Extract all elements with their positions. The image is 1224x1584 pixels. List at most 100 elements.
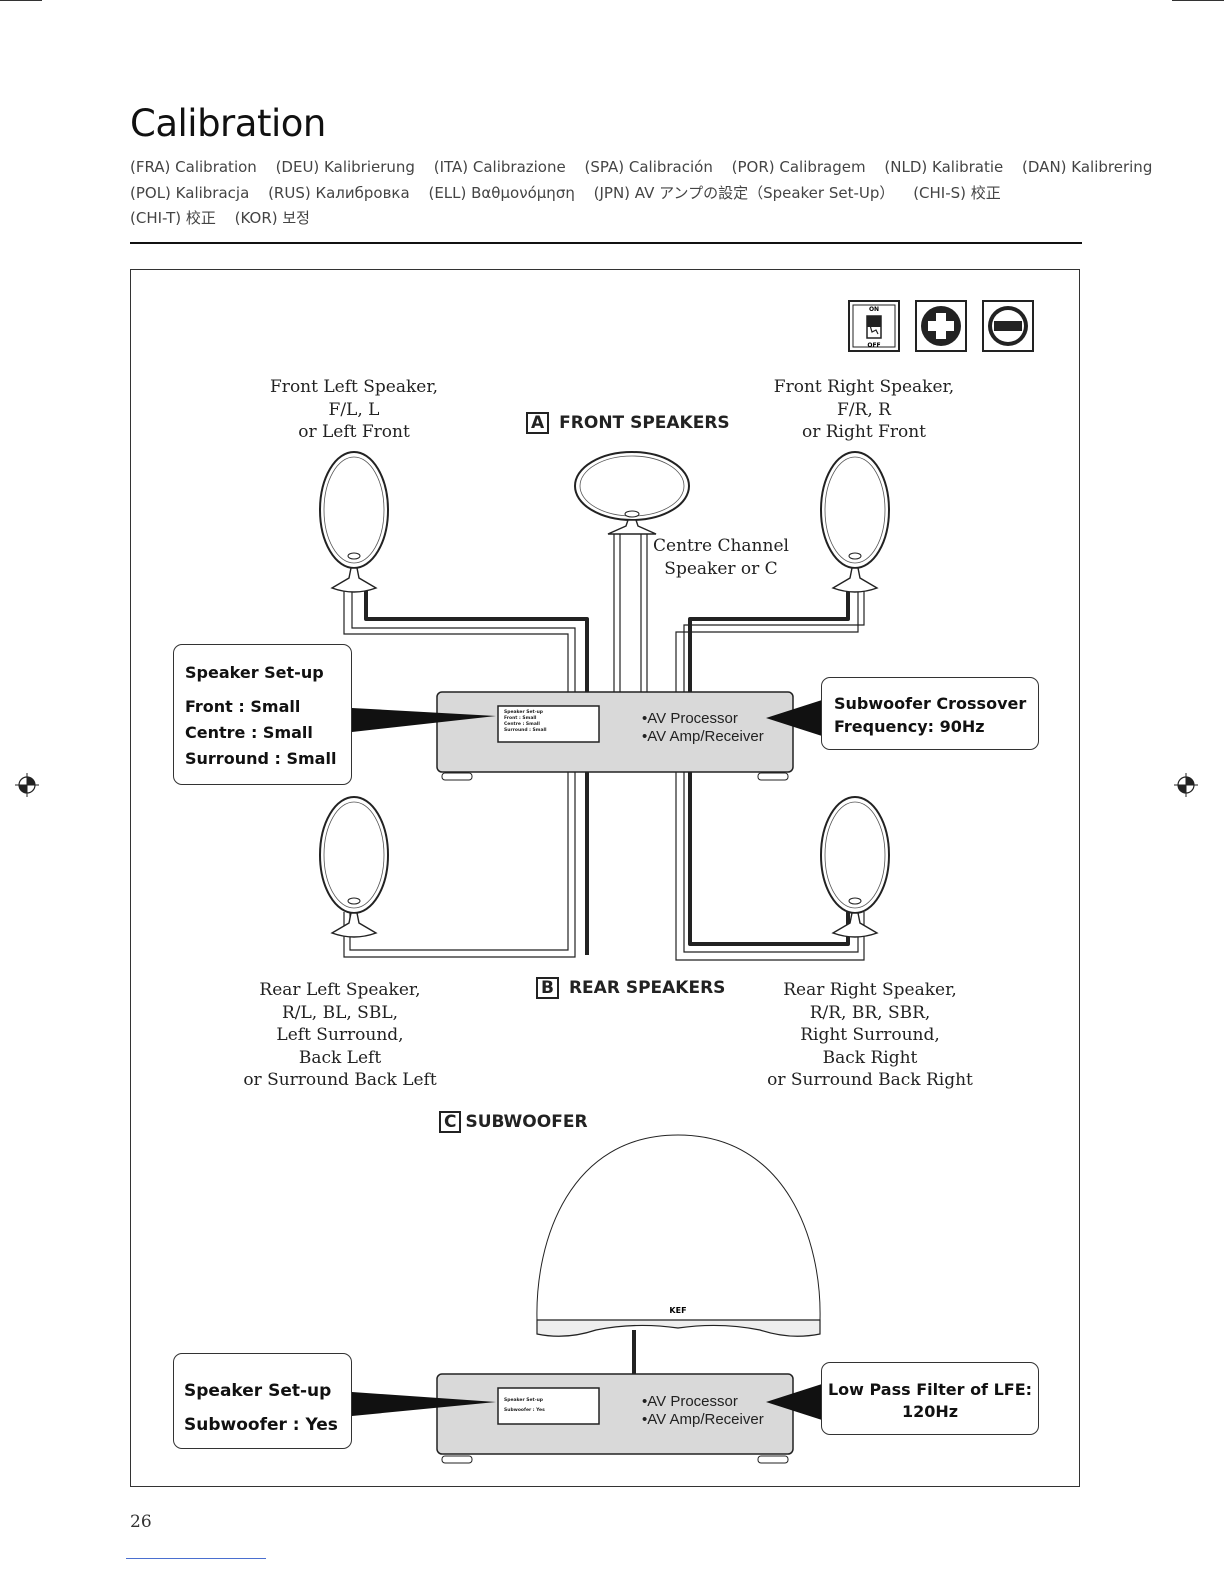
callout-line: Surround : Small xyxy=(185,749,337,768)
processor-label: •AV Processor xyxy=(642,710,738,727)
callout-line: 120Hz xyxy=(901,1402,959,1421)
lang-dan: (DAN) Kalibrering xyxy=(1022,158,1153,176)
callout-line: Subwoofer Crossover xyxy=(834,694,1027,713)
lfe-callout: Low Pass Filter of LFE: 120Hz xyxy=(821,1362,1039,1435)
header-rule xyxy=(130,242,1082,244)
callout-line: Low Pass Filter of LFE: xyxy=(827,1380,1033,1399)
section-b-label: REAR SPEAKERS xyxy=(568,978,726,998)
registration-mark-left-icon xyxy=(15,773,39,797)
front-right-speaker xyxy=(820,451,890,593)
footer-link-line xyxy=(126,1558,266,1559)
callout-line: Subwoofer : Yes xyxy=(184,1415,338,1435)
lang-rus: (RUS) Калибровка xyxy=(268,184,410,202)
callout-heading: Speaker Set-up xyxy=(185,663,324,682)
rear-right-label-line: or Surround Back Right xyxy=(767,1070,973,1090)
pointer-setup2 xyxy=(352,1392,496,1416)
display-line: Front : Small xyxy=(504,716,537,721)
rear-left-speaker xyxy=(319,796,389,938)
pointer-setup1 xyxy=(352,708,496,732)
section-b: B REAR SPEAKERS xyxy=(536,977,725,999)
display-line: Centre : Small xyxy=(504,722,540,727)
rear-right-label-line: Rear Right Speaker, xyxy=(783,980,957,1000)
subwoofer-setup-callout: Speaker Set-up Subwoofer : Yes xyxy=(173,1353,352,1449)
rear-left-label-line: Rear Left Speaker, xyxy=(259,980,421,1000)
front-left-label-line: or Left Front xyxy=(298,422,410,442)
rear-left-label-line: R/L, BL, SBL, xyxy=(281,1002,399,1023)
front-left-speaker xyxy=(319,451,389,593)
lang-spa: (SPA) Calibración xyxy=(584,158,713,176)
lang-jpn: (JPN) AV アンプの設定（Speaker Set-Up） xyxy=(593,184,895,202)
callout-line: Front : Small xyxy=(185,697,301,716)
front-right-label-line: F/R, R xyxy=(837,399,891,420)
lang-kor: (KOR) 보정 xyxy=(234,209,310,227)
front-right-label-line: Front Right Speaker, xyxy=(773,377,955,397)
subwoofer-logo: KEF xyxy=(669,1306,686,1315)
front-right-label: Front Right Speaker, F/R, R or Right Fro… xyxy=(754,376,974,444)
callout-line: Centre : Small xyxy=(185,723,313,742)
section-a: A FRONT SPEAKERS xyxy=(526,412,730,434)
av-processor-1 xyxy=(436,691,794,781)
display-line: Subwoofer : Yes xyxy=(504,1408,545,1413)
lang-ita: (ITA) Calibrazione xyxy=(433,158,566,176)
front-left-label: Front Left Speaker, F/L, L or Left Front xyxy=(254,376,454,444)
lang-chi-s: (CHI-S) 校正 xyxy=(913,184,1001,202)
section-a-label: FRONT SPEAKERS xyxy=(559,413,730,433)
power-off-label: OFF xyxy=(867,342,880,349)
centre-label: Centre Channel Speaker or C xyxy=(641,535,801,580)
pointer-crossover xyxy=(766,700,822,736)
section-c-label: SUBWOOFER xyxy=(465,1112,588,1132)
speaker-setup-callout: Speaker Set-up Front : Small Centre : Sm… xyxy=(173,644,352,785)
centre-speaker xyxy=(574,451,690,535)
centre-label-line: Centre Channel xyxy=(653,536,789,556)
processor-1-labels: •AV Processor •AV Amp/Receiver xyxy=(642,710,764,746)
rear-left-label: Rear Left Speaker, R/L, BL, SBL, Left Su… xyxy=(230,979,450,1092)
av-processor-2 xyxy=(436,1373,794,1464)
processor-2-display: Speaker Set-up Subwoofer : Yes xyxy=(504,1398,545,1414)
callout-heading: Speaker Set-up xyxy=(184,1381,332,1401)
front-left-label-line: Front Left Speaker, xyxy=(270,377,438,397)
display-line: Speaker Set-up xyxy=(504,710,543,715)
lang-por: (POR) Calibragem xyxy=(731,158,866,176)
language-line-3: (CHI-T) 校正 (KOR) 보정 xyxy=(130,207,324,228)
registration-mark-right-icon xyxy=(1174,773,1198,797)
rear-left-label-line: Left Surround, xyxy=(276,1025,404,1045)
power-switch-icon: ON OFF xyxy=(848,300,900,352)
page-title: Calibration xyxy=(130,102,326,145)
lang-ell: (ELL) Βαθμονόμηση xyxy=(428,184,575,202)
front-right-label-line: or Right Front xyxy=(801,422,926,442)
processor-label: •AV Amp/Receiver xyxy=(642,1411,764,1428)
display-line: Surround : Small xyxy=(504,728,547,733)
lang-pol: (POL) Kalibracja xyxy=(130,184,250,202)
rear-left-label-line: or Surround Back Left xyxy=(243,1070,437,1090)
rear-right-label-line: Back Right xyxy=(822,1047,918,1068)
rear-right-speaker xyxy=(820,796,890,938)
diagram-frame xyxy=(130,269,1080,1487)
power-on-label: ON xyxy=(869,306,879,313)
processor-label: •AV Amp/Receiver xyxy=(642,728,764,745)
processor-2-labels: •AV Processor •AV Amp/Receiver xyxy=(642,1393,764,1429)
display-line: Speaker Set-up xyxy=(504,1398,543,1403)
page-number: 26 xyxy=(130,1512,152,1532)
callout-line: Frequency: 90Hz xyxy=(834,717,985,736)
minus-icon xyxy=(982,300,1034,352)
front-left-label-line: F/L, L xyxy=(328,399,380,420)
lang-fra: (FRA) Calibration xyxy=(130,158,257,176)
rear-right-label: Rear Right Speaker, R/R, BR, SBR, Right … xyxy=(750,979,990,1092)
rear-right-label-line: Right Surround, xyxy=(800,1025,940,1045)
section-a-letter: A xyxy=(526,412,550,434)
pointer-lfe xyxy=(766,1384,822,1420)
crop-mark-left xyxy=(0,0,42,1)
processor-1-display: Speaker Set-up Front : Small Centre : Sm… xyxy=(504,710,547,734)
rear-right-label-line: R/R, BR, SBR, xyxy=(809,1002,931,1023)
lang-deu: (DEU) Kalibrierung xyxy=(275,158,415,176)
lang-nld: (NLD) Kalibratie xyxy=(884,158,1004,176)
crossover-callout: Subwoofer Crossover Frequency: 90Hz xyxy=(821,677,1039,750)
language-line-1: (FRA) Calibration (DEU) Kalibrierung (IT… xyxy=(130,158,1166,176)
rear-left-label-line: Back Left xyxy=(298,1047,382,1068)
lang-chi-t: (CHI-T) 校正 xyxy=(130,209,216,227)
section-c-letter: C xyxy=(439,1111,462,1133)
crop-mark-right xyxy=(1172,0,1224,1)
section-b-letter: B xyxy=(536,977,559,999)
